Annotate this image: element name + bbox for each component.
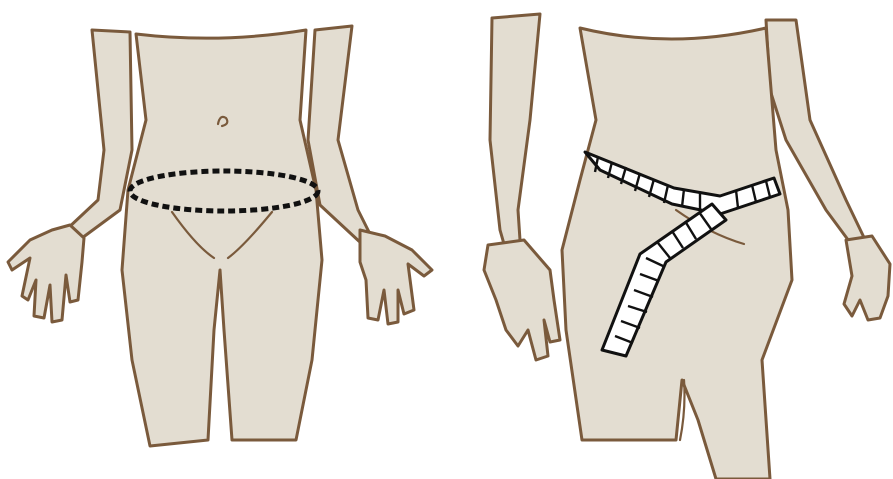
front-view-figure <box>0 0 440 479</box>
left-arm <box>66 30 132 240</box>
right-hand <box>360 230 432 324</box>
back-hand <box>484 240 560 360</box>
side-body-illustration <box>440 0 893 479</box>
left-hand <box>8 225 84 322</box>
front-body-illustration <box>0 0 440 479</box>
front-torso-and-legs <box>122 30 322 446</box>
back-arm <box>490 14 540 272</box>
front-hand <box>844 236 890 320</box>
side-view-figure <box>440 0 893 479</box>
